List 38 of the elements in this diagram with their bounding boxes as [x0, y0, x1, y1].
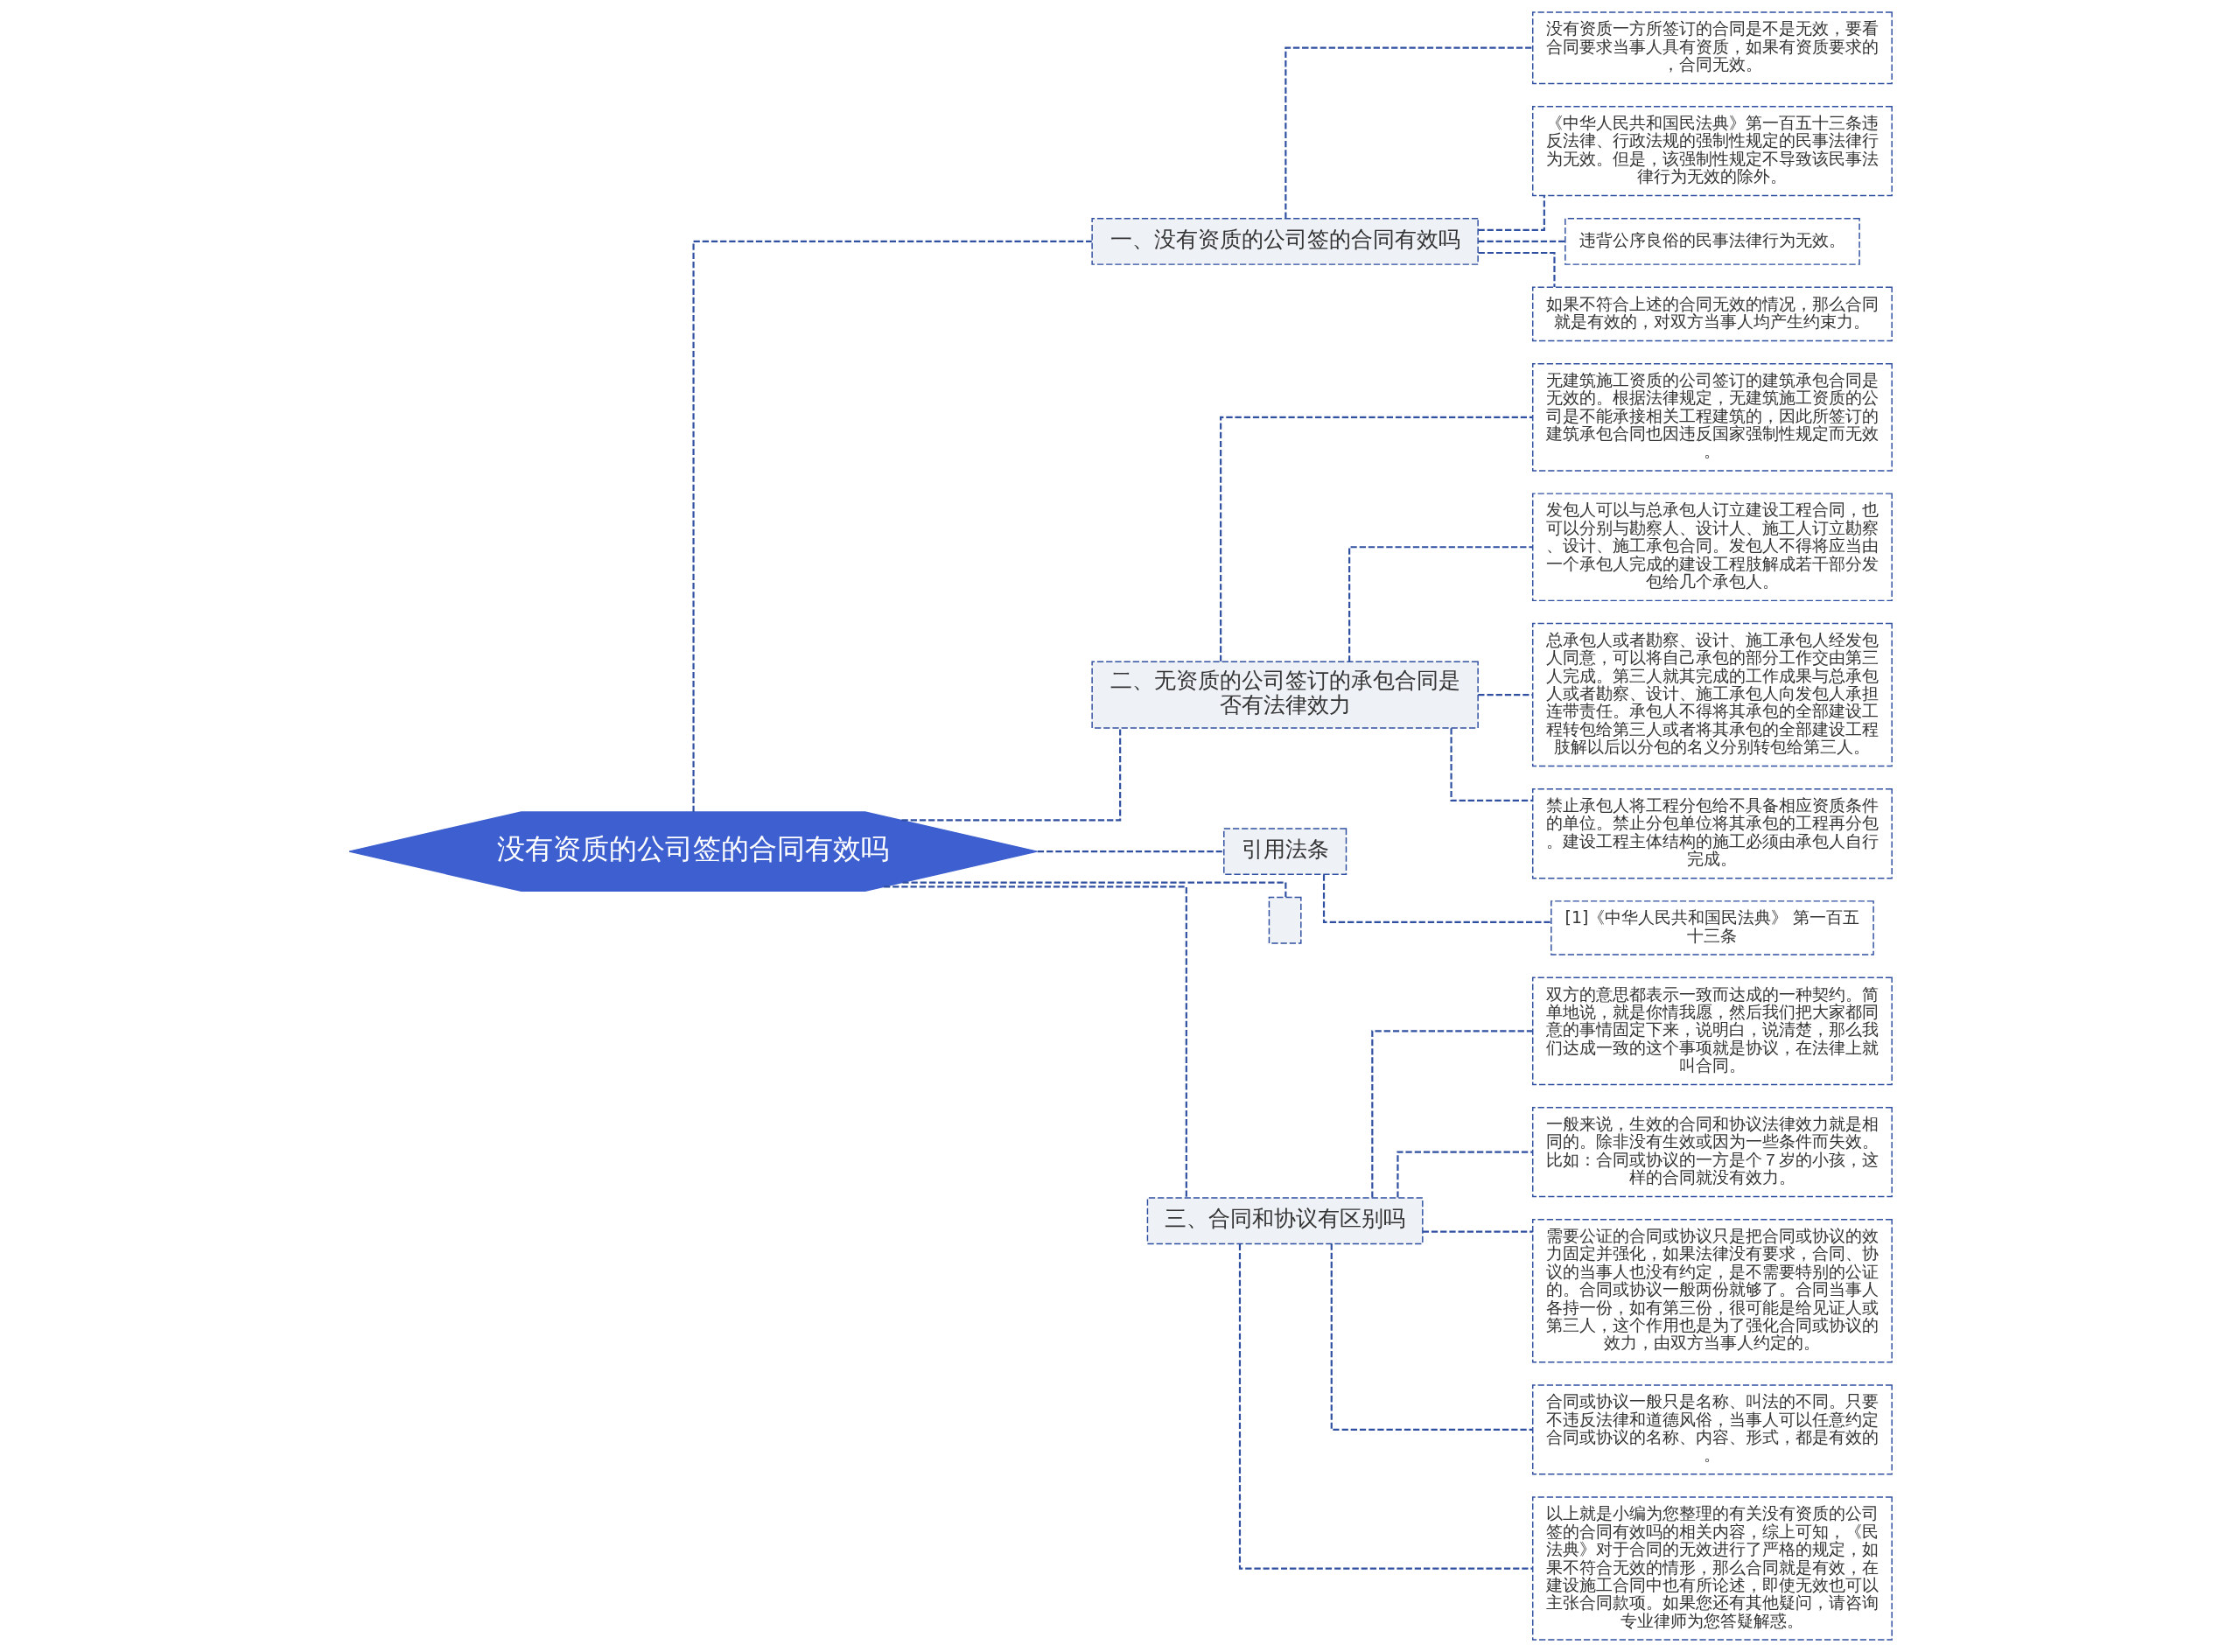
node-box: 没有资质一方所签订的合同是不是无效，要看合同要求当事人具有资质，如果有资质要求的，合同无效。	[1531, 11, 1893, 85]
connector	[901, 881, 1286, 898]
connector	[1477, 240, 1565, 242]
node-box: 需要公证的合同或协议只是把合同或协议的效力固定并强化，如果法律没有要求，合同、协议的当事人也没有约定，是不需要特别的公证的。合同或协议一般两份就够了。合同当事人各持一份，如有第三份，很可能是给见证人或第三人，这个作用也是为了强化合同或协议的效力，由双方当事人约定的。	[1531, 1219, 1893, 1363]
node-box: 引用法条	[1222, 828, 1347, 876]
node-box: 总承包人或者勘察、设计、施工承包人经发包人同意，可以将自己承包的部分工作交由第三人完成。第三人就其完成的工作成果与总承包人或者勘察、设计、施工承包人向发包人承担连带责任。承包人不得将其承包的全部建设工程转包给第三人或者将其承包的全部建设工程肢解以后以分包的名义分别转包给第三人。	[1531, 622, 1893, 767]
node-box: 发包人可以与总承包人订立建设工程合同，也可以分别与勘察人、设计人、施工人订立勘察、设计、施工承包合同。发包人不得将应当由一个承包人完成的建设工程肢解成若干部分发包给几个承包人。	[1531, 493, 1893, 602]
node-box: [1]《中华人民共和国民法典》 第一百五十三条	[1550, 900, 1874, 956]
node-box: 一、没有资质的公司签的合同有效吗	[1090, 218, 1479, 265]
connector	[691, 240, 1092, 812]
connector	[1330, 1243, 1532, 1431]
node-box: 如果不符合上述的合同无效的情况，那么合同就是有效的，对双方当事人均产生约束力。	[1531, 286, 1893, 342]
connector	[1219, 416, 1532, 662]
connector	[1370, 1030, 1532, 1198]
connector	[1396, 1151, 1532, 1198]
connector	[1348, 546, 1532, 662]
node-box: 违背公序良俗的民事法律行为无效。	[1564, 218, 1860, 265]
connector	[1477, 694, 1532, 696]
node-box: 一般来说，生效的合同和协议法律效力就是相同的。除非没有生效或因为一些条件而失效。比如：合同或协议的一方是个７岁的小孩，这样的合同就没有效力。	[1531, 1106, 1893, 1198]
connector	[1477, 196, 1545, 231]
connector	[1238, 1243, 1533, 1570]
node-box: 双方的意思都表示一致而达成的一种契约。简单地说，就是你情我愿，然后我们把大家都同意的事情固定下来，说明白，说清楚，那么我们达成一致的这个事项就是协议，在法律上就叫合同。	[1531, 976, 1893, 1086]
connector	[1422, 1230, 1532, 1233]
connector	[1284, 46, 1533, 219]
node-box: 无建筑施工资质的公司签订的建筑承包合同是无效的。根据法律规定，无建筑施工资质的公司是不能承接相关工程建筑的，因此所签订的建筑承包合同也因违反国家强制性规定而无效。	[1531, 362, 1893, 472]
connector	[1322, 874, 1551, 923]
node-box: 禁止承包人将工程分包给不具备相应资质条件的单位。禁止分包单位将其承包的工程再分包。建设工程主体结构的施工必须由承包人自行完成。	[1531, 788, 1893, 879]
connector	[1450, 728, 1532, 802]
node-box: 三、合同和协议有区别吗	[1146, 1197, 1424, 1245]
connector	[1037, 850, 1223, 853]
node-box: 合同或协议一般只是名称、叫法的不同。只要不违反法律和道德风俗，当事人可以任意约定合同或协议的名称、内容、形式，都是有效的。	[1531, 1384, 1893, 1475]
node-box: 二、无资质的公司签订的承包合同是否有法律效力	[1090, 661, 1479, 729]
connector	[1478, 251, 1556, 288]
node-box: 《中华人民共和国民法典》第一百五十三条违反法律、行政法规的强制性规定的民事法律行为无效。但是，该强制性规定不导致该民事法律行为无效的除外。	[1531, 105, 1893, 197]
node-box: 以上就是小编为您整理的有关没有资质的公司签的合同有效吗的相关内容，综上可知，《民法典》对于合同的无效进行了严格的规定，如果不符合无效的情形，那么合同就是有效，在建设施工合同中也有所论述，即使无效也可以主张合同款项。如果您还有其他疑问，请咨询专业律师为您答疑解惑。	[1531, 1496, 1893, 1641]
connector	[900, 728, 1121, 822]
connector	[883, 886, 1187, 1198]
node-box	[1268, 896, 1302, 944]
